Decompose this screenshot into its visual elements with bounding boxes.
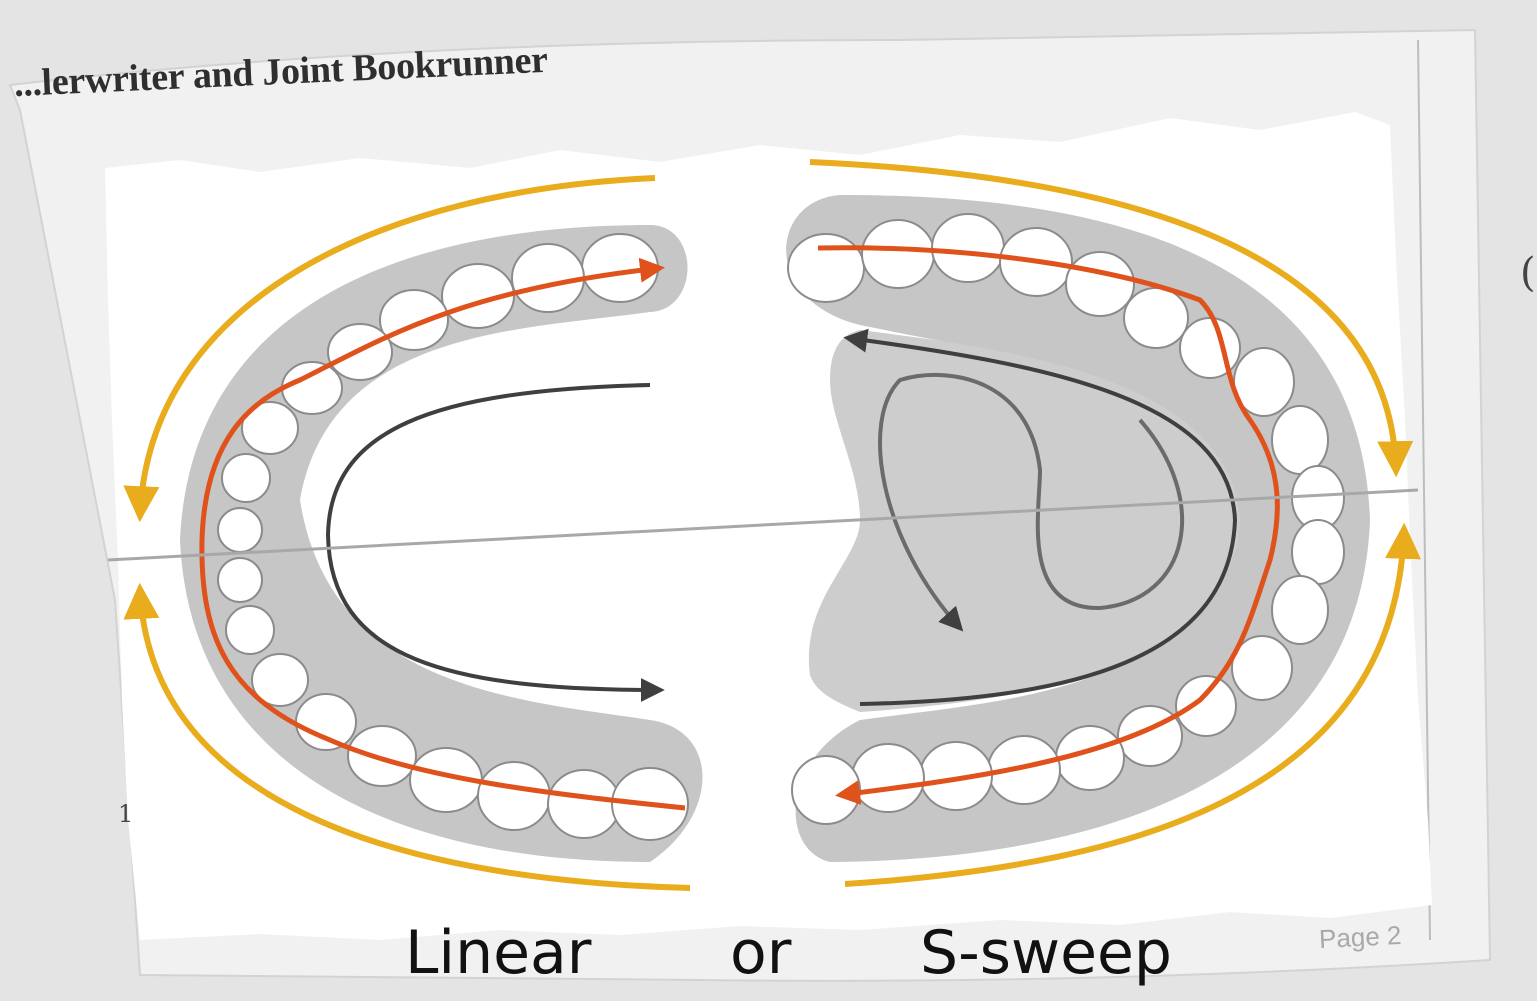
caption-linear: Linear [405, 918, 591, 998]
caption-s-sweep: S-sweep [920, 918, 1172, 998]
left-margin-glyph: 1 [118, 800, 133, 828]
caption-or: or [730, 918, 791, 998]
page-label: Page 2 [1318, 920, 1402, 955]
right-margin-glyph: ( [1520, 250, 1536, 296]
